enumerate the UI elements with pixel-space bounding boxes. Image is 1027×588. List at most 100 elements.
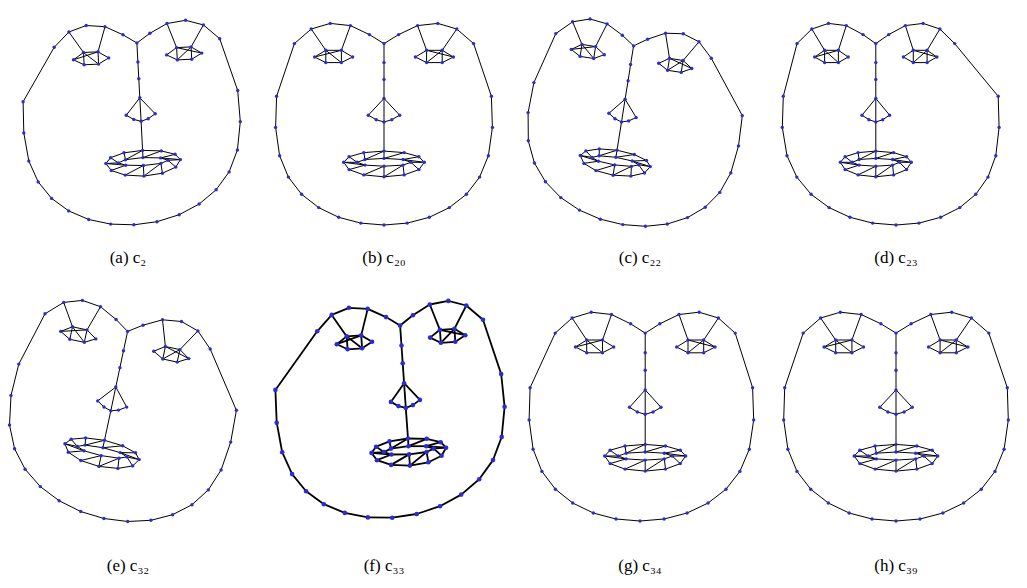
mesh-edge — [571, 47, 595, 50]
mesh-edge — [838, 26, 846, 51]
landmark-dot — [533, 161, 536, 164]
landmark-dot — [97, 465, 100, 468]
mesh-edge — [609, 99, 625, 113]
mesh-edge — [24, 133, 29, 161]
landmark-dot — [613, 163, 616, 166]
landmark-dot — [382, 78, 385, 81]
mesh-edge — [167, 24, 177, 48]
landmark-dot — [623, 98, 626, 101]
mesh-edge — [325, 50, 326, 62]
mesh-edge — [645, 333, 646, 353]
landmark-dot — [126, 520, 129, 523]
landmark-dot — [823, 49, 826, 52]
landmark-dot — [235, 409, 238, 412]
landmark-dot — [13, 447, 16, 450]
landmark-dot — [629, 63, 632, 66]
mesh-edge — [237, 122, 240, 150]
mesh-edge — [161, 158, 181, 160]
mesh-edge — [782, 127, 787, 155]
landmark-dot — [404, 406, 409, 411]
landmark-dot — [644, 369, 647, 372]
mesh-edge — [384, 223, 407, 225]
landmark-dot — [697, 40, 700, 43]
mesh-edge — [584, 161, 599, 163]
mesh-edge — [955, 44, 999, 97]
landmark-dot — [856, 173, 859, 176]
landmark-dot — [867, 118, 870, 121]
landmark-dot — [94, 337, 97, 340]
mesh-edge — [851, 340, 852, 353]
landmark-dot — [1002, 448, 1005, 451]
landmark-dot — [335, 342, 340, 347]
landmark-dot — [856, 151, 859, 154]
mesh-edge — [687, 503, 708, 513]
landmark-dot — [67, 30, 70, 33]
mesh-edge — [276, 127, 280, 155]
subfigure-caption: (f) c₃₃ — [364, 556, 405, 576]
mesh-edge — [852, 347, 864, 353]
landmark-dot — [892, 173, 895, 176]
landmark-dot — [668, 57, 671, 60]
landmark-dot — [713, 345, 716, 348]
mesh-edge — [610, 464, 625, 470]
landmark-dot — [345, 347, 350, 352]
landmark-dot — [174, 165, 177, 168]
landmark-dot — [173, 153, 176, 156]
landmark-dot — [894, 443, 897, 446]
landmark-dot — [425, 49, 428, 52]
landmark-dot — [236, 89, 239, 92]
landmark-dot — [629, 174, 632, 177]
landmark-dot — [62, 301, 65, 304]
mesh-edge — [625, 469, 645, 471]
landmark-dot — [741, 114, 744, 117]
landmark-dot — [452, 327, 457, 332]
mesh-edge — [124, 331, 128, 350]
mesh-edge — [400, 326, 401, 346]
mesh-edge — [365, 165, 384, 166]
landmark-dot — [783, 386, 786, 389]
landmark-dot — [417, 155, 420, 158]
mesh-edge — [180, 350, 189, 359]
landmark-dot — [874, 175, 877, 178]
mesh-edge — [941, 208, 960, 218]
mesh-edge — [708, 489, 726, 503]
mesh-edge — [579, 210, 600, 219]
landmark-dot — [63, 442, 66, 445]
landmark-dot — [594, 45, 597, 48]
mesh-edge — [893, 160, 912, 163]
landmark-dot — [310, 27, 313, 30]
mesh-edge — [528, 113, 529, 141]
mesh-edge — [275, 331, 317, 390]
mesh-edge — [341, 57, 352, 63]
mesh-edge — [917, 446, 932, 450]
landmark-dot — [904, 24, 907, 27]
landmark-dot — [382, 175, 385, 178]
landmark-dot — [724, 488, 727, 491]
landmark-dot — [83, 443, 86, 446]
landmark-dot — [918, 517, 921, 520]
landmark-dot — [997, 126, 1000, 129]
mesh-edge — [645, 390, 661, 407]
landmark-dot — [362, 173, 365, 176]
mesh-edge — [61, 331, 70, 339]
landmark-dot — [585, 338, 588, 341]
mesh-edge — [666, 446, 681, 450]
landmark-dot — [644, 458, 647, 461]
mesh-edge — [69, 32, 84, 53]
landmark-dot — [135, 41, 138, 44]
face-mesh — [781, 22, 1001, 227]
mesh-edge — [386, 317, 400, 325]
landmark-dot — [72, 58, 75, 61]
mesh-edge — [173, 505, 192, 515]
landmark-dot — [891, 158, 894, 161]
landmark-dot — [875, 457, 878, 460]
landmark-dot — [438, 504, 443, 509]
mesh-edge — [140, 98, 155, 114]
landmark-dot — [104, 162, 107, 165]
landmark-dot — [894, 331, 897, 334]
landmark-dot — [355, 161, 358, 164]
landmark-dot — [349, 24, 352, 27]
landmark-dot — [82, 51, 85, 54]
mesh-edge — [83, 53, 85, 65]
mesh-edge — [645, 370, 646, 390]
